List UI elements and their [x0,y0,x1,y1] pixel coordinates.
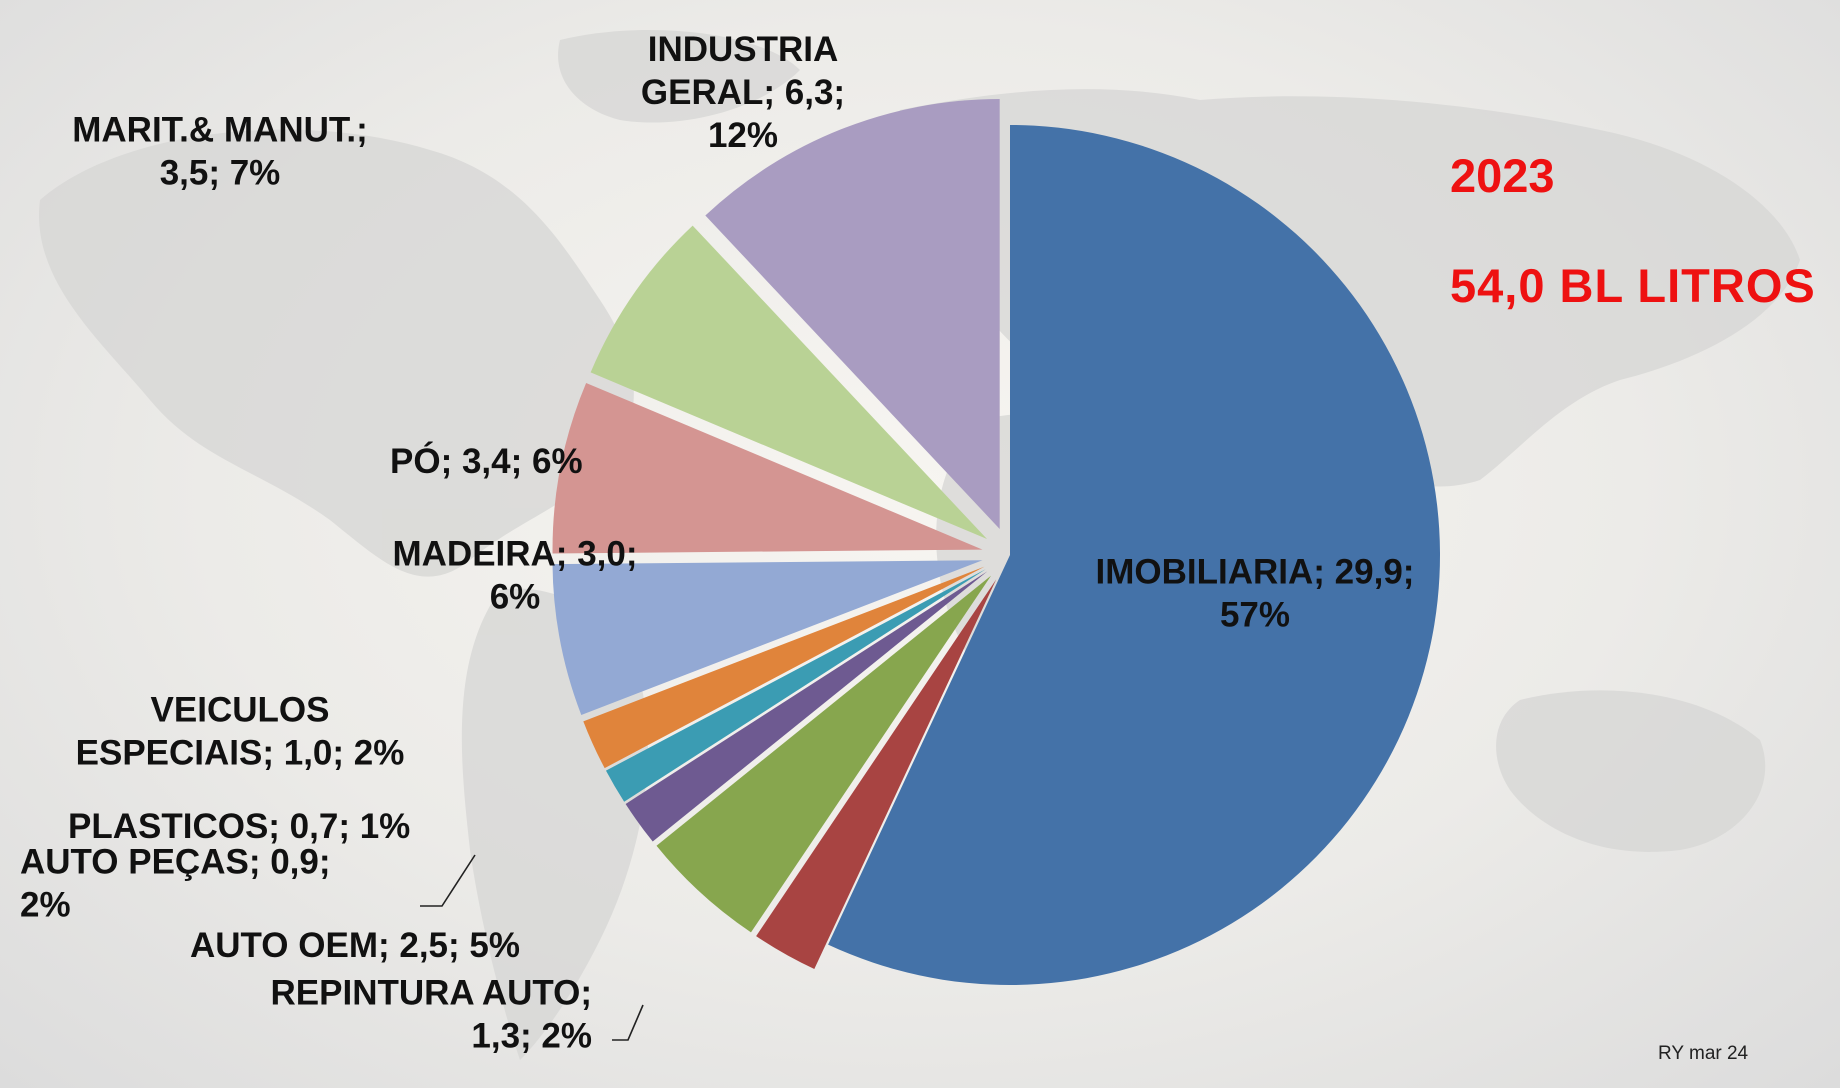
slice-label-auto-oem: AUTO OEM; 2,5; 5% [190,926,520,965]
pie-slices [552,98,1440,985]
slice-label-plasticos: PLASTICOS; 0,7; 1% [68,807,410,846]
pie-slice-repintura-auto [756,579,997,969]
pie-slice-po [552,382,983,554]
pie-slice-veiculos-especiais [583,566,985,769]
leader-lines [420,854,644,1041]
leader-line-repintura-auto [612,1004,644,1041]
slice-label-marit-manut: MARIT.& MANUT.;3,5; 7% [72,111,368,193]
slice-label-madeira: MADEIRA; 3,0;6% [392,535,637,617]
credit-note: RY mar 24 [1658,1043,1749,1064]
pie-slice-marit-manut [590,225,988,540]
slice-label-po: PÓ; 3,4; 6% [390,441,583,481]
pie-slice-imobiliaria [828,125,1440,985]
pie-slice-auto-oem [656,575,992,933]
pie-slice-auto-pecas [625,571,988,842]
slice-labels: IMOBILIARIA; 29,9;57% REPINTURA AUTO;1,3;… [20,30,1414,1056]
slice-label-imobiliaria: IMOBILIARIA; 29,9;57% [1096,553,1415,635]
pie-slice-industria-geral [705,98,1000,529]
pie-slice-plasticos [605,569,986,802]
chart-year: 2023 [1450,149,1555,202]
slice-label-repintura-auto: REPINTURA AUTO;1,3; 2% [271,974,592,1056]
chart-total-volume: 54,0 BL LITROS [1450,259,1816,312]
pie-slice-madeira [552,560,983,715]
slice-label-auto-pecas: AUTO PEÇAS; 0,9;2% [20,843,331,925]
leader-line-auto-pecas [420,854,476,907]
